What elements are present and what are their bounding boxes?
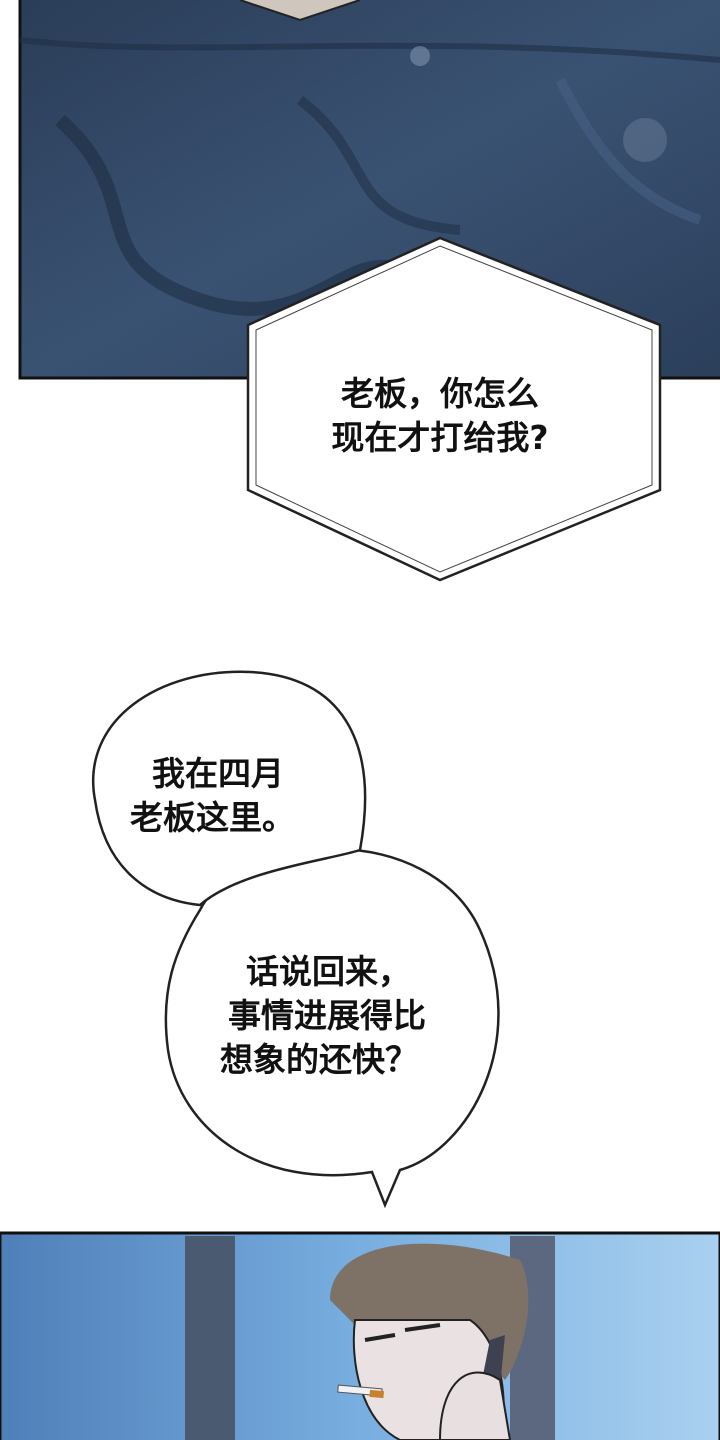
top-round-bubble-text: 我在四月 老板这里。 — [130, 752, 295, 840]
man-on-phone-smoking-panel — [0, 1231, 720, 1440]
bubble-line: 老板，你怎么 — [341, 374, 539, 413]
bubble-line: 想象的还快？ — [220, 1040, 418, 1079]
round-speech-bubble-top — [92, 670, 367, 907]
bubble-line: 现在才打给我? — [331, 418, 549, 457]
hexagon-speech-bubble — [246, 236, 662, 582]
bubble-line: 我在四月 — [152, 754, 284, 793]
bubble-line: 话说回来， — [246, 952, 411, 991]
hexagon-bubble-text: 老板，你怎么 现在才打给我? — [0, 372, 720, 460]
round-speech-bubble-bottom — [164, 847, 500, 1209]
bubble-line: 事情进展得比 — [228, 996, 426, 1035]
bubble-line: 老板这里。 — [130, 798, 295, 837]
bottom-round-bubble-text: 话说回来， 事情进展得比 想象的还快？ — [220, 950, 426, 1082]
cigarette-icon — [337, 1384, 384, 1399]
